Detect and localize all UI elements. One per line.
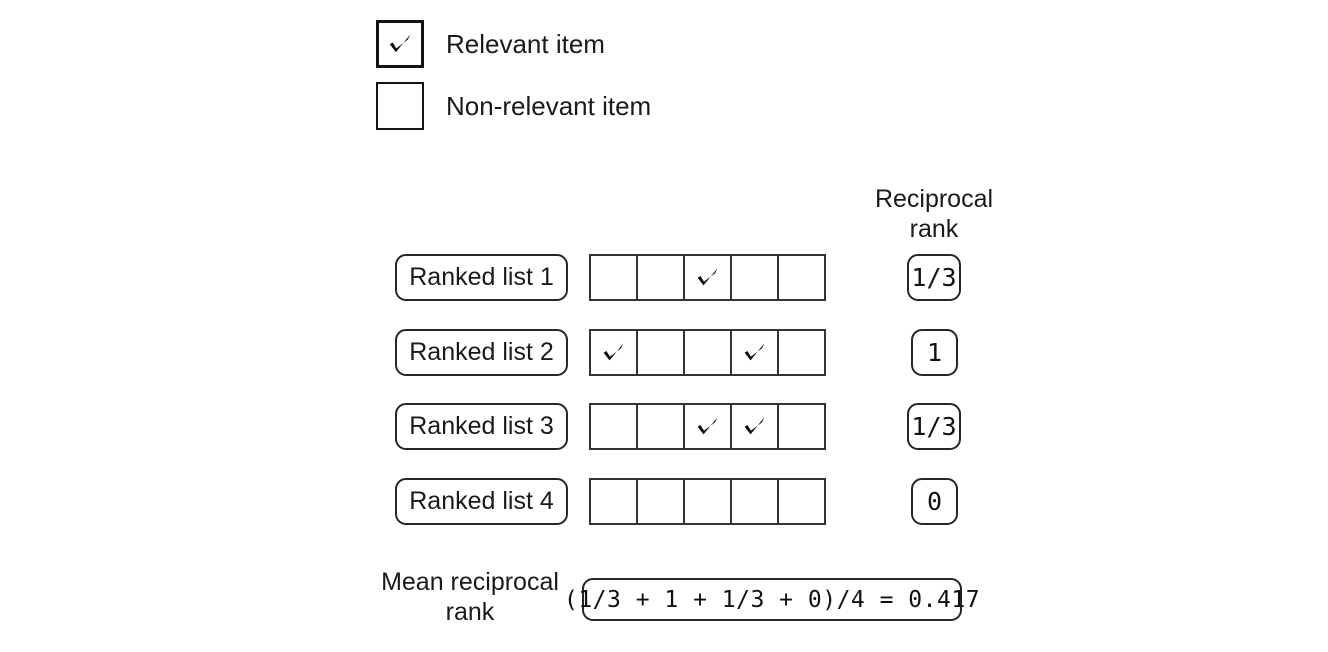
reciprocal-rank-value: 0 xyxy=(911,478,958,525)
mean-reciprocal-rank-label: Mean reciprocal rank xyxy=(370,567,570,627)
relevant-checkbox-icon xyxy=(376,20,424,68)
ranked-list-label: Ranked list 3 xyxy=(395,403,568,450)
ranked-list-grid xyxy=(589,254,826,301)
check-icon xyxy=(695,265,720,290)
rank-cell-4[interactable] xyxy=(732,405,779,448)
rank-cell-2[interactable] xyxy=(638,256,685,299)
ranked-list-label: Ranked list 1 xyxy=(395,254,568,301)
check-icon xyxy=(695,414,720,439)
legend-label-relevant: Relevant item xyxy=(446,29,605,59)
empty-box-icon xyxy=(376,82,424,130)
ranked-list-label: Ranked list 4 xyxy=(395,478,568,525)
check-icon xyxy=(387,31,413,57)
rank-cell-1[interactable] xyxy=(591,480,638,523)
reciprocal-rank-header-line2: rank xyxy=(909,215,959,243)
check-icon xyxy=(742,340,767,365)
rank-cell-4[interactable] xyxy=(732,331,779,374)
mean-reciprocal-rank-label-line2: rank xyxy=(445,598,495,626)
legend: Relevant item Non-relevant item xyxy=(376,20,651,130)
rank-cell-2[interactable] xyxy=(638,480,685,523)
check-icon xyxy=(742,414,767,439)
rank-cell-5[interactable] xyxy=(779,405,824,448)
rank-cell-5[interactable] xyxy=(779,480,824,523)
ranked-list-grid xyxy=(589,403,826,450)
rank-cell-5[interactable] xyxy=(779,331,824,374)
rank-cell-1[interactable] xyxy=(591,405,638,448)
mean-reciprocal-rank-formula: (1/3 + 1 + 1/3 + 0)/4 = 0.417 xyxy=(564,578,980,621)
ranked-list-label: Ranked list 2 xyxy=(395,329,568,376)
legend-item-relevant: Relevant item xyxy=(376,20,651,68)
rank-cell-2[interactable] xyxy=(638,405,685,448)
reciprocal-rank-value: 1/3 xyxy=(907,254,961,301)
rank-cell-3[interactable] xyxy=(685,480,732,523)
rank-cell-1[interactable] xyxy=(591,331,638,374)
reciprocal-rank-value: 1/3 xyxy=(907,403,961,450)
reciprocal-rank-column-header: Reciprocal rank xyxy=(854,184,1014,244)
reciprocal-rank-header-line1: Reciprocal xyxy=(874,185,994,213)
ranked-list-grid xyxy=(589,329,826,376)
legend-item-non-relevant: Non-relevant item xyxy=(376,82,651,130)
rank-cell-4[interactable] xyxy=(732,480,779,523)
ranked-list-grid xyxy=(589,478,826,525)
rank-cell-1[interactable] xyxy=(591,256,638,299)
rank-cell-3[interactable] xyxy=(685,256,732,299)
reciprocal-rank-value: 1 xyxy=(911,329,958,376)
rank-cell-2[interactable] xyxy=(638,331,685,374)
legend-label-non-relevant: Non-relevant item xyxy=(446,91,652,121)
rank-cell-3[interactable] xyxy=(685,331,732,374)
mean-reciprocal-rank-label-line1: Mean reciprocal xyxy=(381,568,559,596)
rank-cell-5[interactable] xyxy=(779,256,824,299)
check-icon xyxy=(601,340,626,365)
rank-cell-3[interactable] xyxy=(685,405,732,448)
rank-cell-4[interactable] xyxy=(732,256,779,299)
